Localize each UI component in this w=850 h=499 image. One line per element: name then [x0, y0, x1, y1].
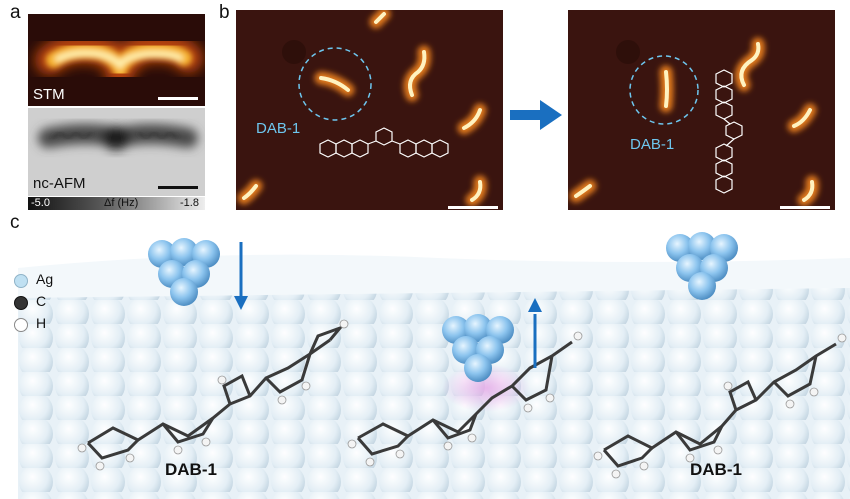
dab-label-before: DAB-1 — [256, 120, 301, 137]
dab-label-right: DAB-1 — [690, 460, 742, 479]
afm-molecule-image — [28, 108, 205, 196]
highlight-circle-after — [629, 55, 699, 125]
afm-label: nc-AFM — [33, 175, 86, 192]
panel-c-label: c — [10, 212, 20, 233]
colorbar-unit: Δf (Hz) — [104, 197, 139, 209]
legend-label-h: H — [36, 315, 47, 331]
afm-scale-bar — [158, 186, 198, 189]
legend-label-c: C — [36, 293, 47, 309]
stm-scale-bar — [158, 97, 198, 100]
h-atom-icon — [14, 318, 28, 332]
molecule-structure-after — [715, 69, 743, 194]
legend-label-ag: Ag — [36, 271, 54, 287]
colorbar-min: -5.0 — [31, 197, 50, 209]
molecule-structure-before — [319, 127, 449, 158]
colorbar — [28, 197, 205, 210]
stm-molecule-image — [28, 14, 205, 106]
molecule-left — [86, 324, 345, 460]
arrow-down-icon — [234, 242, 248, 310]
tip-center — [442, 314, 514, 382]
scan-before-image — [236, 10, 503, 210]
dab-label-after: DAB-1 — [630, 136, 675, 153]
scan-before — [236, 10, 503, 210]
highlight-circle-before — [298, 47, 372, 121]
ag-atom-icon — [14, 274, 28, 288]
scale-bar-before — [448, 206, 498, 209]
tip-left — [148, 238, 220, 306]
scan-after — [568, 10, 835, 210]
arrow-up-icon — [528, 298, 542, 368]
scale-bar-after — [780, 206, 830, 209]
surface-illustration — [18, 228, 850, 499]
stm-label: STM — [33, 86, 65, 103]
molecule-center — [356, 340, 573, 456]
colorbar-max: -1.8 — [180, 197, 199, 209]
ag-surface — [18, 232, 850, 499]
panel-b-label: b — [219, 2, 230, 23]
c-atom-icon — [14, 296, 28, 310]
tip-right — [666, 232, 738, 300]
dab-label-left: DAB-1 — [165, 460, 217, 479]
stm-image — [28, 14, 205, 106]
molecule-right — [602, 342, 837, 468]
scan-after-image — [568, 10, 835, 210]
afm-image — [28, 108, 205, 196]
arrow-right-icon — [510, 100, 562, 130]
panel-a-label: a — [10, 2, 21, 23]
